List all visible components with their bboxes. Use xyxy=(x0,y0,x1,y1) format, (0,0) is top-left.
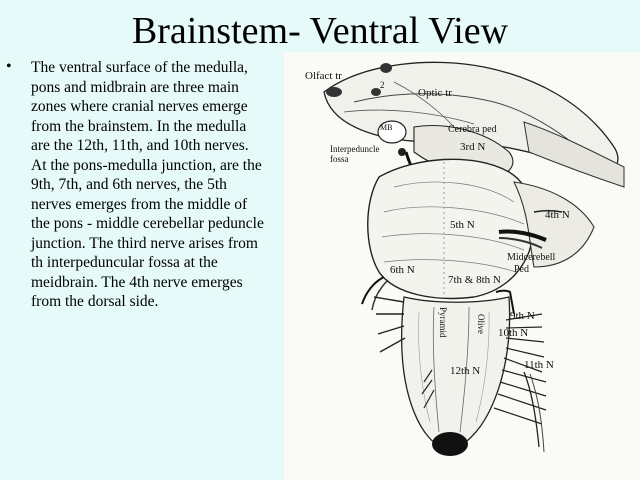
label-fourth: 4th N xyxy=(545,209,570,221)
label-fossa: fossa xyxy=(330,154,349,164)
bullet-line: zones where cranial nerves emerge xyxy=(31,98,248,115)
label-ninth: 9th N xyxy=(510,310,535,322)
label-olfact: Olfact tr xyxy=(305,70,342,82)
eleventh-nerve xyxy=(523,371,540,448)
label-sixth: 6th N xyxy=(390,264,415,276)
label-ped: Ped xyxy=(514,264,529,275)
sixth-nerve xyxy=(361,276,385,305)
optic-chiasm-shading xyxy=(353,93,585,153)
bullet-point: • The ventral surface of the medulla, po… xyxy=(4,58,286,358)
label-interpeduncle: Interpeduncle xyxy=(330,144,379,154)
label-fifth: 5th N xyxy=(450,219,475,231)
bullet-symbol: • xyxy=(6,58,12,75)
bullet-line: junction. The third nerve arises from xyxy=(31,234,258,252)
spinal-cord-section xyxy=(432,432,468,456)
olfactory-bulb xyxy=(326,87,342,97)
right-rootlets xyxy=(493,313,547,425)
bullet-line: th interpeduncular fossa at the xyxy=(31,254,218,271)
brainstem-illustration: Olfact tr 2 Optic tr MB Cerebra ped Inte… xyxy=(284,52,640,480)
medulla-outline xyxy=(401,296,511,451)
fourth-nerve xyxy=(533,209,563,213)
left-rootlets xyxy=(373,296,406,353)
mammillary-body xyxy=(377,120,407,144)
label-eleventh: 11th N xyxy=(524,359,554,371)
label-midcerebell: Midcerebell xyxy=(507,252,556,263)
bullet-line: At the pons-medulla junction, are the xyxy=(31,156,262,174)
bullet-line: nerves emerges from the middle of xyxy=(31,195,248,213)
label-two: 2 xyxy=(380,80,385,90)
label-mb: MB xyxy=(380,123,392,132)
fifth-nerve xyxy=(498,229,547,242)
label-tenth: 10th N xyxy=(498,327,528,339)
label-twelfth: 12th N xyxy=(450,365,480,377)
bullet-line: from the brainstem. In the medulla xyxy=(31,117,247,135)
bullet-text: The ventral surface of the medulla, pons… xyxy=(31,58,286,312)
brainstem-drawing: Olfact tr 2 Optic tr MB Cerebra ped Inte… xyxy=(305,61,625,456)
bullet-line: The ventral surface of the medulla, xyxy=(31,59,248,76)
bullet-line: from the dorsal side. xyxy=(31,293,159,310)
slide-title: Brainstem- Ventral View xyxy=(131,10,509,52)
bullet-line: pons and midbrain are three main xyxy=(31,78,239,96)
middle-cerebellar-peduncle xyxy=(513,181,595,268)
bullet-line: are the 12th, 11th, and 10th nerves. xyxy=(31,137,249,154)
label-pyramid: Pyramid xyxy=(438,307,448,338)
label-cerebra-ped: Cerebra ped xyxy=(448,124,497,135)
seventh-eighth-nerves xyxy=(495,289,515,315)
twelfth-nerve xyxy=(421,369,435,409)
pons-outline xyxy=(367,158,535,300)
bullet-line: the pons - middle cerebellar peduncle xyxy=(31,215,264,232)
label-olive: Olive xyxy=(476,314,486,334)
label-optic: Optic tr xyxy=(418,87,452,99)
label-seventh-eighth: 7th & 8th N xyxy=(448,274,501,286)
label-third: 3rd N xyxy=(460,141,485,153)
bullet-line: meidbrain. The 4th nerve emerges xyxy=(31,273,243,291)
bullet-line: 9th, 7th, and 6th nerves, the 5th xyxy=(31,176,227,193)
